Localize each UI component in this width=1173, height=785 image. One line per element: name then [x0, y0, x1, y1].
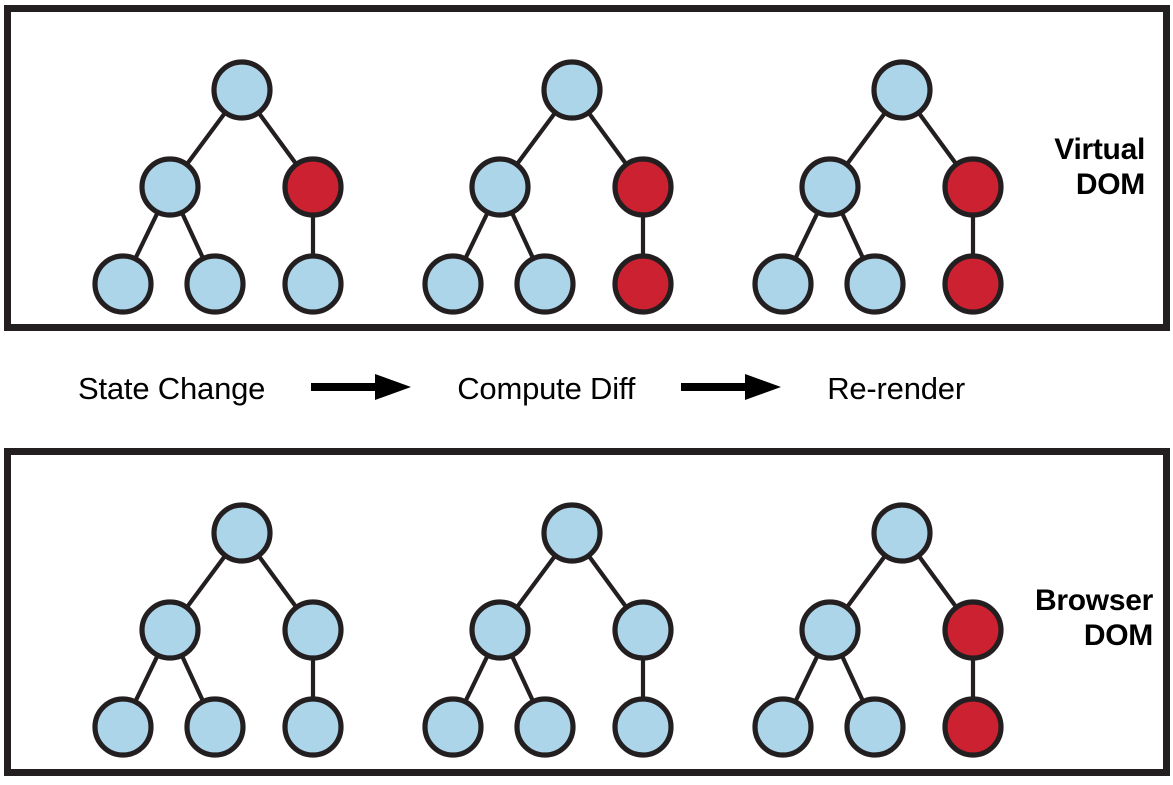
tree-node-right-changed: [942, 599, 1004, 661]
panel-label-browser-dom: Browser DOM: [1035, 584, 1153, 653]
tree-node-left-leaf-2: [844, 696, 906, 758]
tree-node-left-leaf-1: [422, 696, 484, 758]
arrow-right-icon-1: [309, 372, 413, 407]
tree-node-right-changed: [612, 156, 674, 218]
tree-node-root: [541, 502, 603, 564]
tree-node-right-leaf-changed: [942, 696, 1004, 758]
tree-node-root: [211, 59, 273, 121]
tree-node-right-changed: [942, 156, 1004, 218]
panel-label-virtual-dom: Virtual DOM: [1054, 133, 1145, 202]
tree-node-left-leaf-2: [514, 696, 576, 758]
flow-step-re-render: Re-render: [827, 371, 965, 406]
tree-node-left: [469, 599, 531, 661]
tree-node-left: [139, 599, 201, 661]
tree-node-left-leaf-1: [752, 696, 814, 758]
tree-node-right-changed: [282, 156, 344, 218]
tree-virtual-dom-tree-2: [422, 59, 674, 315]
tree-node-left-leaf-2: [184, 696, 246, 758]
tree-node-right-leaf: [612, 696, 674, 758]
tree-node-root: [541, 59, 603, 121]
tree-node-left: [139, 156, 201, 218]
tree-node-right: [282, 599, 344, 661]
tree-browser-dom-tree-2: [422, 502, 674, 758]
arrow-right-icon-2: [679, 372, 783, 407]
flow-step-state-change: State Change: [78, 371, 266, 406]
tree-node-root: [211, 502, 273, 564]
tree-node-left-leaf-2: [184, 253, 246, 315]
tree-node-left: [799, 156, 861, 218]
tree-node-right-leaf: [282, 253, 344, 315]
tree-node-right-leaf-changed: [612, 253, 674, 315]
tree-node-root: [871, 502, 933, 564]
tree-node-root: [871, 59, 933, 121]
tree-node-left-leaf-1: [422, 253, 484, 315]
tree-virtual-dom-tree-1: [92, 59, 344, 315]
tree-node-left: [469, 156, 531, 218]
tree-node-right-leaf-changed: [942, 253, 1004, 315]
tree-node-left-leaf-2: [514, 253, 576, 315]
tree-node-right-leaf: [282, 696, 344, 758]
tree-browser-dom-tree-1: [92, 502, 344, 758]
tree-node-left-leaf-1: [752, 253, 814, 315]
tree-virtual-dom-tree-3: [752, 59, 1004, 315]
flow-row: State Change Compute Diff Re-render: [0, 358, 965, 420]
tree-node-left-leaf-1: [92, 253, 154, 315]
tree-browser-dom-tree-3: [752, 502, 1004, 758]
tree-node-left: [799, 599, 861, 661]
flow-step-compute-diff: Compute Diff: [457, 371, 636, 406]
tree-node-left-leaf-1: [92, 696, 154, 758]
tree-node-left-leaf-2: [844, 253, 906, 315]
tree-node-right: [612, 599, 674, 661]
